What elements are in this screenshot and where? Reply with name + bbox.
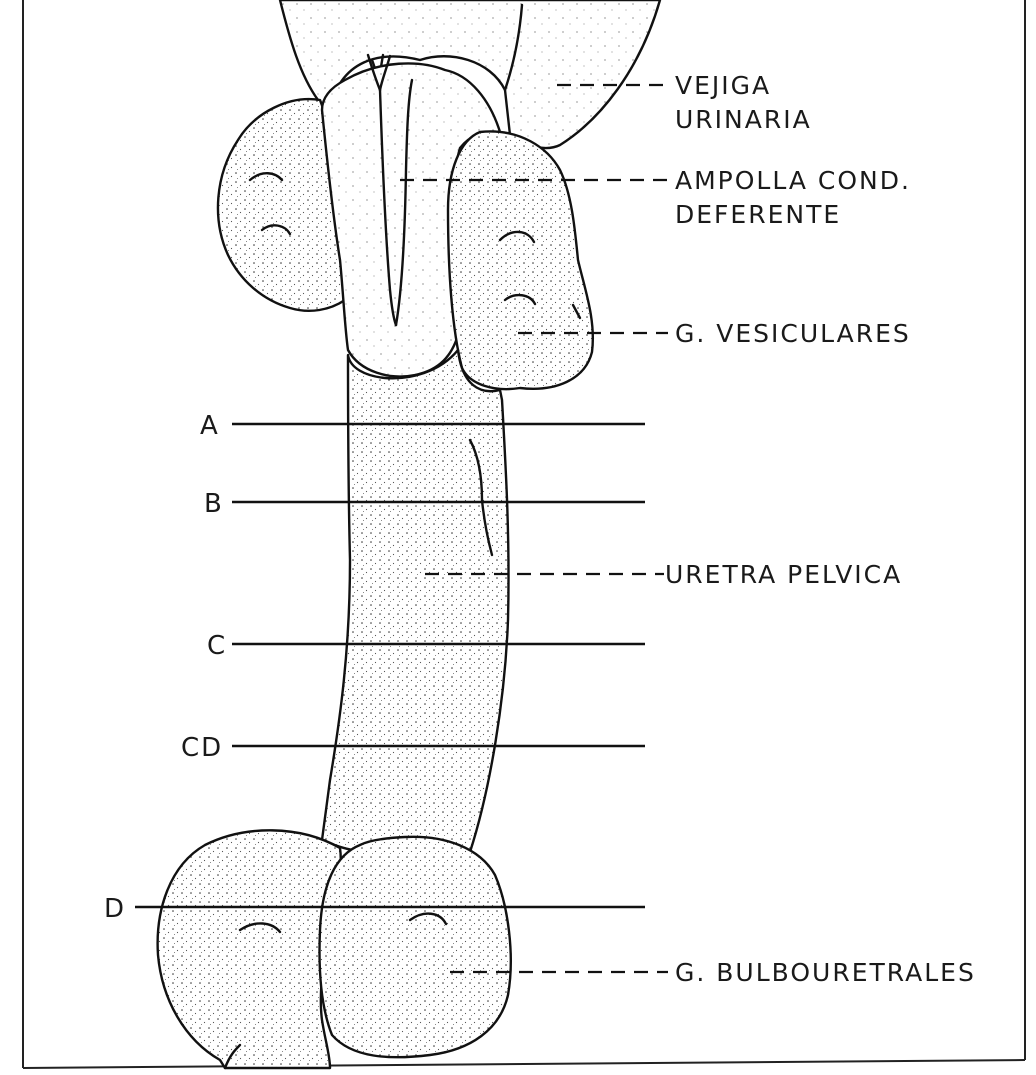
bulbourethral-glands-shape (158, 830, 511, 1068)
cut-label-b: B (204, 489, 224, 519)
cut-label-cd: CD (181, 733, 223, 763)
right-vesicle-shape (448, 131, 593, 389)
cut-label-c: C (207, 631, 227, 661)
structure-labels: VEJIGA URINARIA AMPOLLA COND. DEFERENTE … (665, 71, 976, 987)
label-vesiculares: G. VESICULARES (675, 319, 911, 348)
pelvic-urethra-shape (322, 350, 509, 852)
label-uretra-pelvica: URETRA PELVICA (665, 560, 902, 589)
label-ampolla-line2: DEFERENTE (675, 200, 841, 229)
label-vejiga-line1: VEJIGA (675, 71, 771, 100)
cut-label-a: A (200, 411, 220, 441)
label-vejiga-line2: URINARIA (675, 105, 812, 134)
label-ampolla-line1: AMPOLLA COND. (675, 166, 911, 195)
cut-label-d: D (104, 894, 126, 924)
label-bulbouretrales: G. BULBOURETRALES (675, 958, 976, 987)
